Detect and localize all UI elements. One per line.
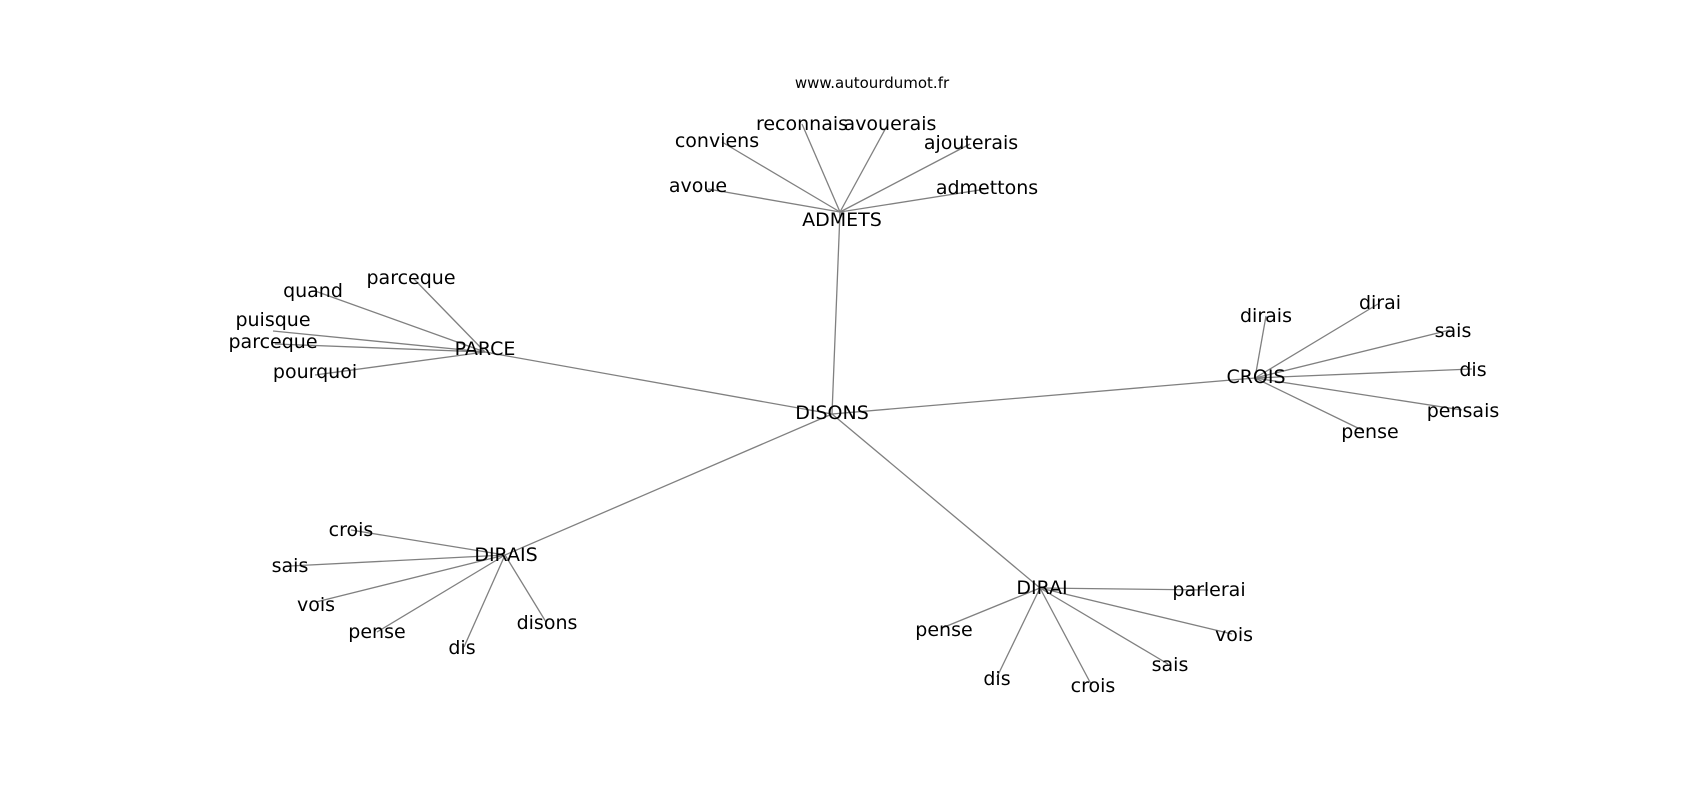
leaf-label-sais: sais: [272, 555, 309, 577]
edge-admets-avoue: [707, 188, 841, 213]
leaf-label-ajouterais: ajouterais: [924, 132, 1018, 154]
edge-admets-conviens: [721, 141, 841, 213]
leaf-label-disons: disons: [517, 612, 578, 634]
edge-parce-puisque: [272, 330, 486, 353]
edge-crois-pense: [1254, 377, 1365, 432]
edge-crois-dirai: [1254, 303, 1379, 379]
edge-crois-pensais: [1254, 377, 1463, 411]
leaf-label-reconnais: reconnais: [756, 113, 848, 135]
hub-label-parce: PARCE: [455, 338, 516, 360]
hub-label-admets: ADMETS: [802, 209, 882, 231]
edge-center-dirais: [504, 413, 833, 556]
edge-center-admets: [831, 211, 841, 415]
leaf-label-pourquoi: pourquoi: [273, 361, 357, 383]
edge-parce-quand: [314, 290, 486, 353]
hub-label-dirai: DIRAI: [1016, 577, 1067, 599]
edge-dirais-vois: [315, 554, 506, 603]
edge-center-crois: [831, 377, 1256, 415]
edge-center-parce: [484, 351, 833, 415]
site-watermark: www.autourdumot.fr: [795, 74, 950, 92]
leaf-label-pensais: pensais: [1427, 400, 1500, 422]
edge-crois-dirais: [1254, 315, 1267, 379]
leaf-label-conviens: conviens: [675, 130, 759, 152]
edge-dirai-dis: [996, 587, 1041, 678]
leaf-label-vois: vois: [1215, 624, 1253, 646]
edge-dirais-disons: [504, 554, 547, 623]
edge-parce-parceque1: [412, 277, 486, 353]
edge-admets-ajouterais: [839, 143, 971, 213]
edge-crois-sais: [1254, 329, 1451, 379]
leaf-label-pense: pense: [915, 619, 972, 641]
edge-dirai-parlerai: [1039, 587, 1209, 591]
edge-parce-pourquoi: [314, 351, 486, 376]
leaf-label-quand: quand: [283, 280, 343, 302]
leaf-label-parceque: parceque: [366, 267, 455, 289]
leaf-label-parceque-2: parceque: [228, 331, 317, 353]
edge-parce-parceque2: [274, 343, 486, 353]
leaf-label-vois: vois: [297, 594, 335, 616]
center-node-label: DISONS: [795, 402, 869, 424]
leaf-label-crois: crois: [329, 519, 374, 541]
edge-dirai-vois: [1039, 587, 1233, 635]
edge-dirai-sais: [1039, 587, 1169, 665]
edge-dirais-crois: [350, 529, 506, 556]
leaf-label-pense: pense: [1341, 421, 1398, 443]
hub-label-dirais: DIRAIS: [474, 544, 537, 566]
edge-crois-dis: [1254, 368, 1473, 379]
leaf-label-dis: dis: [1459, 359, 1486, 381]
leaf-label-puisque: puisque: [235, 309, 310, 331]
leaf-label-dirai: dirai: [1359, 292, 1401, 314]
leaf-label-dirais: dirais: [1240, 305, 1292, 327]
leaf-label-avoue: avoue: [669, 175, 727, 197]
leaf-label-parlerai: parlerai: [1172, 579, 1245, 601]
edge-dirais-pense: [376, 554, 506, 633]
edge-dirais-sais: [289, 554, 506, 567]
edge-admets-reconnais: [801, 123, 841, 213]
leaf-label-dis: dis: [448, 637, 475, 659]
leaf-label-dis: dis: [983, 668, 1010, 690]
leaf-label-sais: sais: [1152, 654, 1189, 676]
edge-admets-avouerais: [839, 123, 889, 213]
leaf-label-crois: crois: [1071, 675, 1116, 697]
edge-dirai-pense: [941, 587, 1041, 629]
edge-center-dirai: [831, 413, 1041, 589]
edge-dirais-dis: [463, 554, 506, 648]
edge-dirai-crois: [1039, 587, 1092, 685]
edge-admets-admettons: [839, 188, 987, 213]
leaf-label-sais: sais: [1435, 320, 1472, 342]
leaf-label-pense: pense: [348, 621, 405, 643]
hub-label-crois: CROIS: [1226, 366, 1285, 388]
leaf-label-avouerais: avouerais: [844, 113, 937, 135]
leaf-label-admettons: admettons: [936, 177, 1038, 199]
